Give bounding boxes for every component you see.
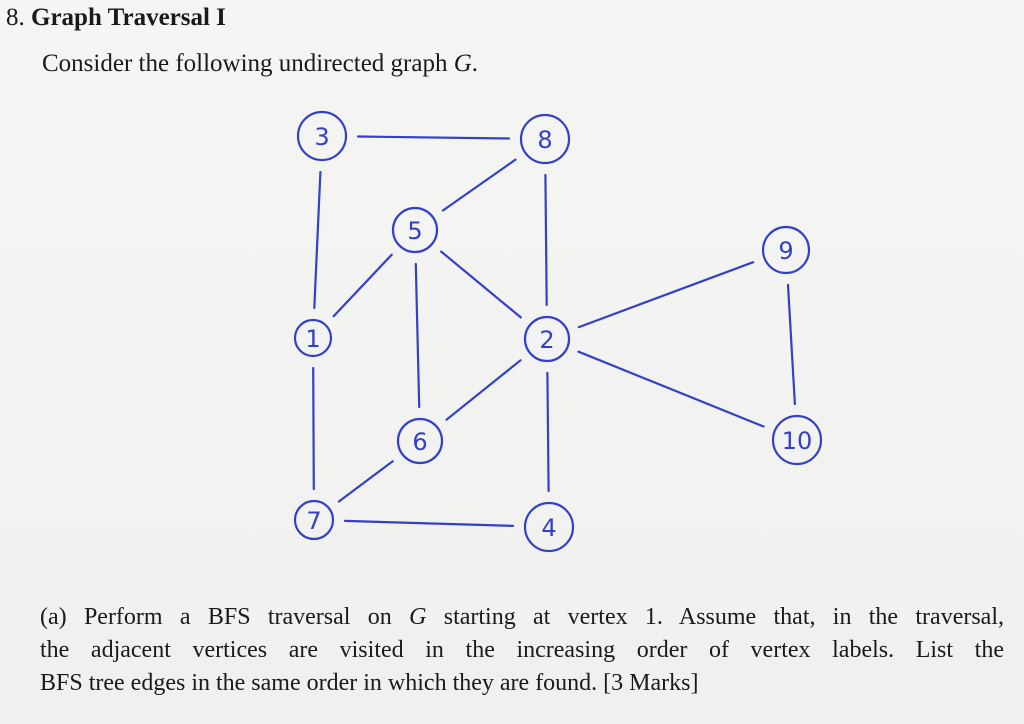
vertex-2: 2 (523, 315, 571, 363)
intro-period: . (471, 50, 479, 77)
edge-2-9 (577, 261, 755, 329)
edge-2-6 (445, 359, 522, 421)
vertex-label: 3 (314, 123, 329, 151)
part-a-label: (a) (40, 604, 67, 630)
vertex-label: 6 (412, 428, 427, 456)
question-text: Perform a BFS traversal on (66, 604, 410, 630)
edge-1-7 (312, 366, 315, 491)
intro-graph-variable: G (453, 50, 472, 77)
vertex-circle (771, 414, 823, 466)
vertex-4: 4 (523, 501, 575, 553)
problem-title: Graph Traversal I (31, 4, 226, 31)
problem-number: 8. (6, 4, 25, 31)
vertex-label: 9 (778, 237, 793, 265)
edge-5-6 (414, 262, 421, 409)
vertex-label: 7 (306, 507, 321, 535)
edge-3-1 (313, 170, 322, 310)
edge-7-4 (343, 519, 515, 528)
edge-8-2 (544, 173, 548, 307)
vertex-circle (523, 501, 575, 553)
vertex-label: 10 (782, 427, 813, 455)
vertex-circle (761, 225, 811, 275)
vertex-8: 8 (519, 113, 571, 165)
edge-9-10 (786, 283, 797, 406)
question-line-3: BFS tree edges in the same order in whic… (40, 670, 699, 696)
intro-text: Consider the following undirected graph (42, 50, 454, 77)
vertex-6: 6 (396, 417, 444, 465)
vertex-label: 8 (537, 126, 552, 154)
vertex-5: 5 (391, 206, 439, 254)
edge-2-4 (546, 371, 550, 493)
edge-2-10 (577, 350, 765, 428)
vertex-circle (296, 110, 348, 162)
edge-6-7 (337, 460, 394, 503)
problem-heading: 8. Graph Traversal I (6, 2, 226, 34)
edge-5-1 (332, 253, 393, 318)
vertex-circle (391, 206, 439, 254)
question-line-1: (a) Perform a BFS traversal on G startin… (40, 601, 1004, 634)
vertex-label: 1 (305, 325, 320, 353)
graph-nodes: 3 8 5 9 1 2 6 10 7 4 (293, 110, 823, 553)
edge-5-2 (440, 250, 522, 319)
vertex-3: 3 (296, 110, 348, 162)
vertex-circle (293, 499, 335, 541)
edge-3-8 (356, 135, 511, 140)
vertex-circle (293, 318, 333, 358)
graph-edges (312, 135, 797, 528)
vertex-label: 2 (539, 326, 554, 354)
vertex-9: 9 (761, 225, 811, 275)
question-part-a: (a) Perform a BFS traversal on G startin… (40, 601, 1004, 700)
vertex-circle (396, 417, 444, 465)
question-text: starting at vertex 1. Assume that, in th… (426, 604, 1005, 630)
question-line-2: the adjacent vertices are visited in the… (40, 637, 1004, 663)
vertex-circle (519, 113, 571, 165)
edge-8-5 (441, 158, 517, 212)
vertex-label: 5 (407, 217, 422, 245)
vertex-10: 10 (771, 414, 823, 466)
vertex-label: 4 (541, 514, 556, 542)
problem-intro: Consider the following undirected graph … (42, 48, 478, 80)
question-graph-variable: G (409, 604, 427, 630)
vertex-1: 1 (293, 318, 333, 358)
vertex-7: 7 (293, 499, 335, 541)
vertex-circle (523, 315, 571, 363)
